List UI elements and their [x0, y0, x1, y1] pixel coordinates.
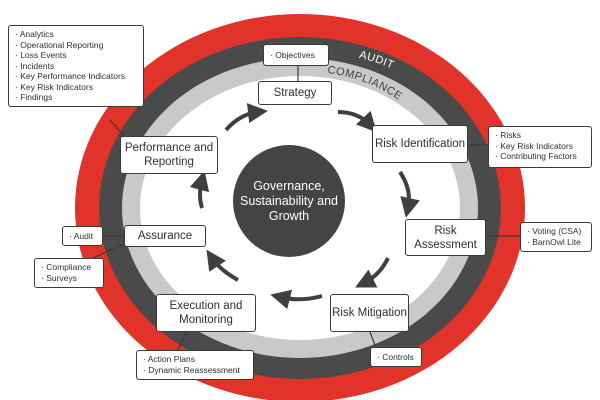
arrow-assurance-to-performance [189, 170, 210, 209]
assurance-box[interactable]: Assurance [124, 225, 206, 247]
performance-callout: Analytics Operational Reporting Loss Eve… [8, 25, 144, 107]
callout-item: Voting (CSA) [527, 226, 585, 237]
callout-item: Controls [377, 352, 414, 363]
objectives-callout: Objectives [263, 44, 329, 66]
arrow-strategy-to-identification [337, 110, 377, 133]
risk-assessment-callout: Voting (CSA) BarnOwl Lite [520, 222, 592, 252]
callout-item: Loss Events [15, 50, 137, 61]
callout-item: Audit [69, 231, 93, 242]
callout-item: Operational Reporting [15, 40, 137, 51]
center-circle [233, 145, 345, 257]
callout-item: Key Risk Indicators [15, 82, 137, 93]
assurance-audit-callout: Audit [62, 226, 103, 246]
callout-item: Surveys [41, 273, 97, 284]
risk-identification-callout: Risks Key Risk Indicators Contributing F… [488, 126, 592, 168]
cycle-arrows [189, 103, 420, 310]
callout-lines [92, 66, 520, 351]
risk-mitigation-box[interactable]: Risk Mitigation [330, 294, 409, 332]
callout-item: Incidents [15, 61, 137, 72]
callout-item: Compliance [41, 262, 97, 273]
callout-item: Dynamic Reassessment [143, 365, 247, 376]
risk-assessment-box[interactable]: Risk Assessment [405, 219, 486, 256]
arrow-identification-to-assessment [398, 170, 420, 218]
assurance-compliance-callout: Compliance Surveys [34, 258, 104, 288]
risk-identification-box[interactable]: Risk Identification [372, 125, 468, 163]
callout-item: Risks [495, 130, 585, 141]
callout-item: Key Risk Indicators [495, 141, 585, 152]
objectives-callout-item: Objectives [270, 50, 315, 61]
arrow-mitigation-to-execution [270, 289, 323, 310]
risk-mitigation-callout: Controls [370, 347, 422, 367]
callout-item: Action Plans [143, 354, 247, 365]
callout-item: Key Performance Indicators [15, 71, 137, 82]
arrow-execution-to-assurance [206, 249, 239, 282]
execution-monitoring-box[interactable]: Execution and Monitoring [156, 294, 256, 332]
callout-item: Findings [15, 92, 137, 103]
callout-item: Analytics [15, 29, 137, 40]
arrow-performance-to-strategy [224, 103, 268, 132]
strategy-box[interactable]: Strategy [258, 81, 332, 105]
execution-callout: Action Plans Dynamic Reassessment [136, 350, 254, 380]
performance-reporting-box[interactable]: Performance and Reporting [120, 136, 218, 174]
callout-item: BarnOwl Lite [527, 237, 585, 248]
callout-item: Contributing Factors [495, 151, 585, 162]
arrow-assessment-to-mitigation [355, 257, 390, 288]
